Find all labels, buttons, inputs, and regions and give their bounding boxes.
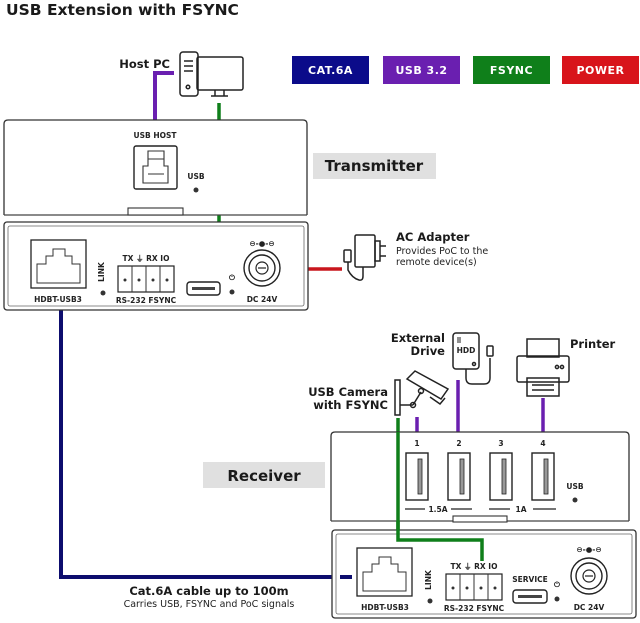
usb-camera-label-1: USB Camera — [308, 385, 388, 399]
external-drive-label-1: External — [391, 331, 445, 345]
legend-label-power: POWER — [576, 64, 624, 77]
computer-icon — [179, 51, 244, 97]
tx-link-led-icon — [100, 290, 106, 296]
external-drive-label-2: Drive — [411, 344, 446, 358]
legend-swatch-power — [562, 56, 639, 84]
fsync-wire-rx-overlay — [396, 432, 484, 561]
cable-note-title: Cat.6A cable up to 100m — [129, 584, 288, 598]
cable-note-subtitle: Carries USB, FSYNC and PoC signals — [124, 599, 295, 610]
rx-usb-port-number: 3 — [498, 439, 503, 448]
ac-adapter-desc-1: Provides PoC to the — [396, 246, 488, 257]
tx-polarity-icon: ⊖-●-⊖ — [249, 239, 274, 248]
rx-usb-port-number: 2 — [456, 439, 461, 448]
tx-dc-jack-icon — [243, 249, 281, 287]
transmitter-top-panel: USB HOST USB — [3, 119, 308, 216]
legend-usb: USB 3.2 — [383, 56, 460, 84]
rx-link-led-icon — [427, 598, 433, 604]
rx-power-symbol-icon: ⏻ — [554, 580, 561, 589]
hdd-icon: HDD — [452, 332, 494, 385]
tx-terminal-bottom-label: RS-232 FSYNC — [116, 296, 177, 305]
ac-adapter: AC Adapter Provides PoC to the remote de… — [343, 230, 488, 281]
tx-usb-led-icon — [193, 187, 199, 193]
rx-dc-label: DC 24V — [574, 603, 605, 612]
usb-b-port — [133, 145, 178, 190]
diagram-title: USB Extension with FSYNC — [6, 1, 239, 19]
receiver-label: Receiver — [227, 467, 301, 485]
transmitter-label: Transmitter — [325, 157, 424, 175]
usb-a-port-icon — [447, 452, 471, 501]
rx-power-led-icon — [554, 596, 560, 602]
tx-terminal-top-label: TX ⏚ RX IO — [123, 254, 170, 263]
external-drive: External Drive HDD — [391, 331, 494, 385]
usb-wire-host — [153, 71, 174, 122]
transmitter-label-box: Transmitter — [313, 153, 436, 179]
legend-label-usb: USB 3.2 — [395, 64, 447, 77]
tx-terminal-block-icon — [117, 265, 175, 293]
cable-note: Cat.6A cable up to 100m Carries USB, FSY… — [124, 584, 295, 610]
legend-swatch-cat6a — [292, 56, 369, 84]
rx-rj45-port-icon — [356, 547, 413, 597]
rx-group-2-label: 1A — [515, 505, 526, 514]
host-pc: Host PC — [119, 51, 244, 97]
legend-label-fsync: FSYNC — [490, 64, 533, 77]
rx-polarity-icon: ⊖-●-⊖ — [576, 545, 601, 554]
usb-host-label: USB HOST — [134, 131, 178, 140]
rx-usb-port-number: 1 — [414, 439, 419, 448]
rx-usb-port-1: 1 — [405, 439, 429, 501]
legend-label-cat6a: CAT.6A — [308, 64, 353, 77]
transmitter-front-panel: HDBT-USB3 LINK TX ⏚ RX IO RS-232 FSYNC ⏻… — [3, 221, 309, 311]
rx-dc-jack-icon — [570, 557, 608, 595]
printer-label: Printer — [570, 337, 616, 351]
tx-hdbt-label: HDBT-USB3 — [34, 295, 82, 304]
printer-icon — [516, 338, 570, 397]
tx-link-label: LINK — [97, 261, 106, 282]
legend-cat6a: CAT.6A — [292, 56, 369, 84]
receiver-top-panel: 1 2 3 4 1.5A 1A USB — [330, 431, 630, 523]
tx-usb-led-label: USB — [187, 172, 204, 181]
rx-usb-ports: 1 2 3 4 — [405, 439, 555, 501]
host-pc-label: Host PC — [119, 57, 170, 71]
tx-dc-label: DC 24V — [247, 295, 278, 304]
camera-icon — [394, 370, 450, 416]
usb-camera-label-2: with FSYNC — [313, 398, 388, 412]
legend-swatch-usb — [383, 56, 460, 84]
printer: Printer — [516, 337, 616, 397]
usb-a-port-icon — [405, 452, 429, 501]
legend-swatch-fsync — [473, 56, 550, 84]
tx-power-symbol-icon: ⏻ — [229, 273, 236, 282]
ac-adapter-title: AC Adapter — [396, 230, 470, 244]
legend-fsync: FSYNC — [473, 56, 550, 84]
usb-a-port-icon — [531, 452, 555, 501]
tx-power-led-icon — [229, 289, 235, 295]
rx-usb-port-3: 3 — [489, 439, 513, 501]
rx-terminal-bottom-label: RS-232 FSYNC — [444, 604, 505, 613]
rx-service-label: SERVICE — [512, 575, 548, 584]
rx-terminal-top-label: TX ⏚ RX IO — [451, 562, 498, 571]
rx-usb-led-label: USB — [566, 482, 583, 491]
tx-rj45-port-icon — [30, 239, 87, 289]
ac-adapter-icon — [343, 234, 386, 281]
cat6a-cable — [59, 309, 352, 579]
ac-adapter-desc-2: remote device(s) — [396, 257, 477, 268]
rx-group-1-label: 1.5A — [428, 505, 447, 514]
rx-usb-port-4: 4 — [531, 439, 555, 501]
rx-link-label: LINK — [424, 569, 433, 590]
rx-usb-led-icon — [572, 497, 578, 503]
receiver-front-panel: HDBT-USB3 LINK TX ⏚ RX IO RS-232 FSYNC S… — [331, 529, 637, 619]
rx-hdbt-label: HDBT-USB3 — [361, 603, 409, 612]
legend: CAT.6A USB 3.2 FSYNC POWER — [292, 56, 639, 84]
legend-power: POWER — [562, 56, 639, 84]
rx-usb-port-number: 4 — [540, 439, 545, 448]
rx-terminal-block-icon — [445, 573, 503, 601]
receiver-label-box: Receiver — [203, 462, 325, 488]
rx-usb-port-2: 2 — [447, 439, 471, 501]
usb-camera: USB Camera with FSYNC — [308, 370, 450, 416]
usb-a-port-icon — [489, 452, 513, 501]
hdd-badge: HDD — [457, 346, 476, 355]
